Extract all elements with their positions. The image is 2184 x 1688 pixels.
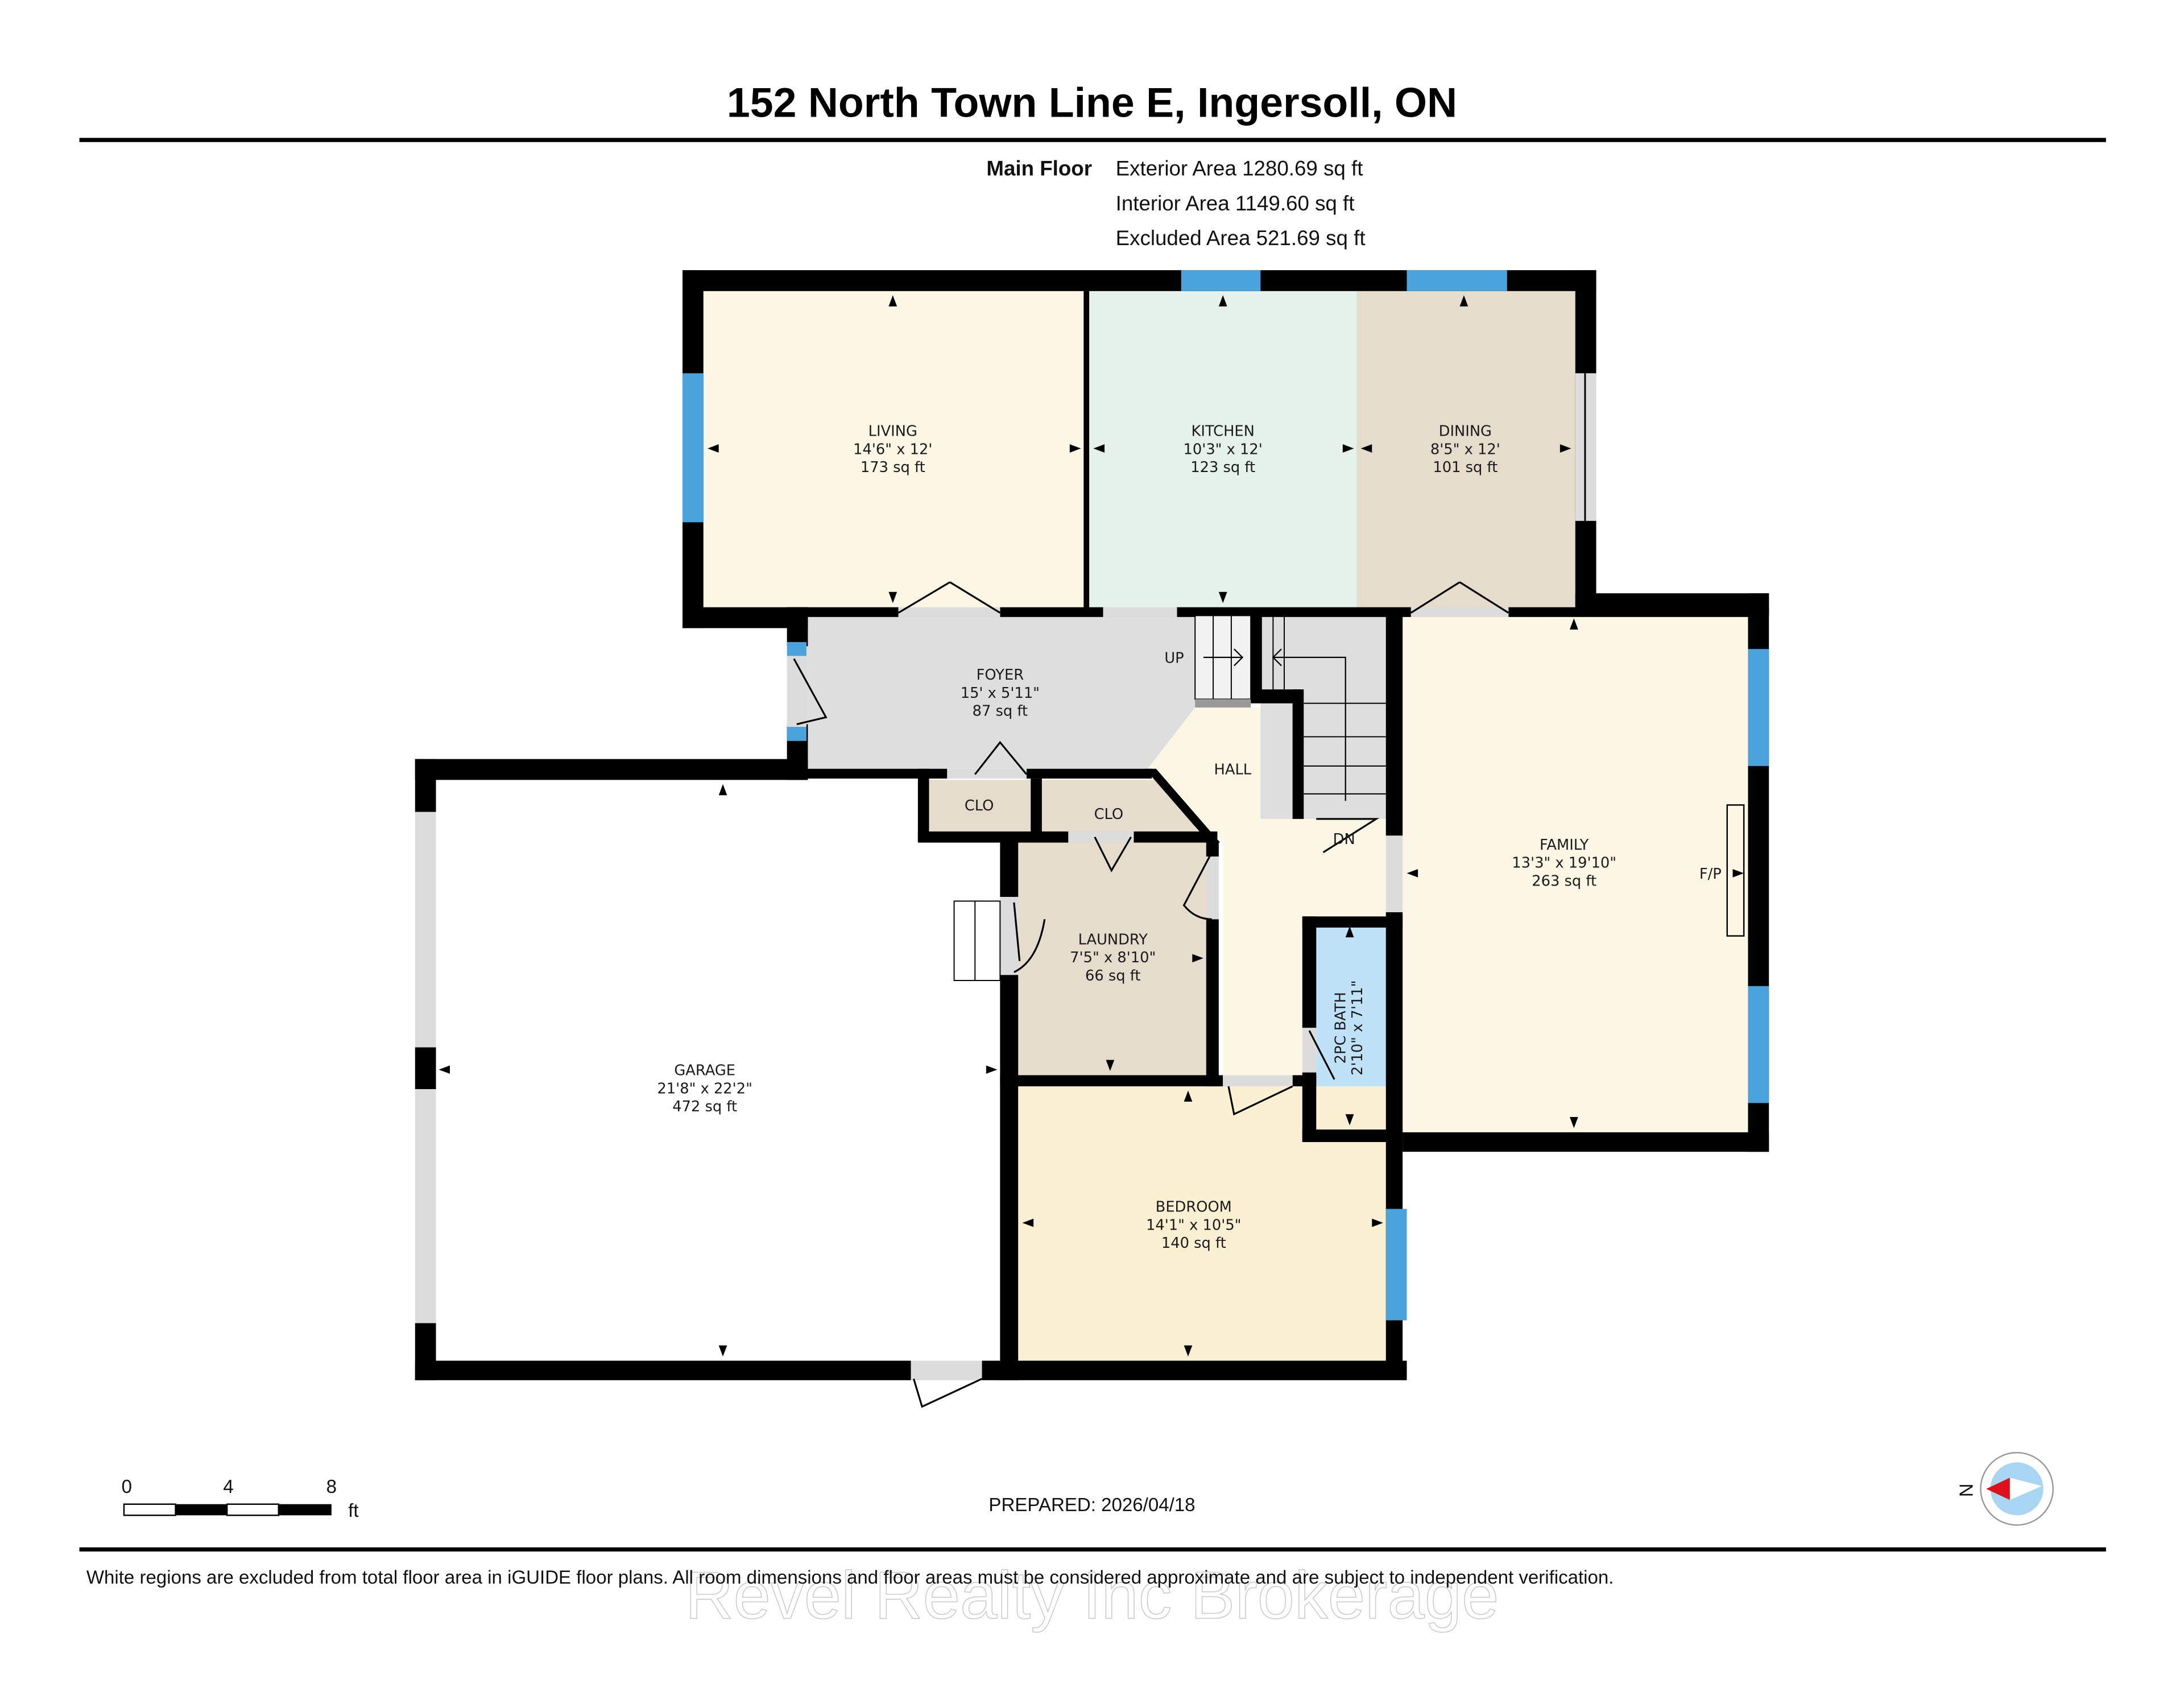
hall-room [1147, 708, 1386, 1075]
stairs-down-label: DN [1333, 831, 1355, 848]
family-window-bottom [1748, 986, 1769, 1103]
svg-text:263 sq ft: 263 sq ft [1532, 872, 1596, 889]
label-garage: GARAGE 21'8" x 22'2" 472 sq ft [657, 1062, 752, 1116]
interior-area: Interior Area 1149.60 sq ft [1116, 192, 1355, 215]
svg-text:87 sq ft: 87 sq ft [973, 703, 1028, 720]
kitchen-room [1089, 291, 1358, 609]
svg-text:140 sq ft: 140 sq ft [1161, 1235, 1226, 1252]
compass-icon: N [1955, 1451, 2054, 1526]
foyer-room [805, 615, 1196, 769]
svg-text:0: 0 [122, 1476, 132, 1497]
label-kitchen: KITCHEN 10'3" x 12' 123 sq ft [1184, 423, 1263, 476]
svg-text:BEDROOM: BEDROOM [1156, 1198, 1232, 1215]
openings [415, 373, 1596, 1380]
foyer-sidelight-bottom [787, 727, 806, 741]
scale-bar: 0 4 8 ft [122, 1476, 359, 1521]
label-bedroom: BEDROOM 14'1" x 10'5" 140 sq ft [1146, 1198, 1241, 1252]
svg-text:123 sq ft: 123 sq ft [1190, 459, 1255, 476]
closet-1 [929, 780, 1031, 831]
svg-text:LIVING: LIVING [868, 423, 917, 440]
label-dining: DINING 8'5" x 12' 101 sq ft [1430, 423, 1500, 476]
svg-text:4: 4 [223, 1476, 233, 1497]
svg-text:KITCHEN: KITCHEN [1192, 423, 1255, 440]
label-laundry: LAUNDRY 7'5" x 8'10" 66 sq ft [1070, 931, 1156, 984]
garage-side-door-opening [911, 1360, 982, 1380]
header-divider [79, 138, 2106, 142]
floor-summary: Main Floor Exterior Area 1280.69 sq ft I… [986, 157, 1365, 250]
dining-window [1407, 270, 1507, 291]
garage-room [435, 780, 1000, 1361]
label-closet-2: CLO [1094, 806, 1124, 823]
dimension-markers [439, 295, 1744, 1357]
stairs: UP DN [953, 615, 1386, 981]
label-living: LIVING 14'6" x 12' 173 sq ft [853, 423, 932, 476]
fireplace [1726, 804, 1745, 937]
svg-text:8'5" x 12': 8'5" x 12' [1430, 441, 1500, 458]
label-fireplace: F/P [1699, 866, 1722, 883]
svg-text:GARAGE: GARAGE [674, 1062, 735, 1079]
svg-text:10'3" x 12': 10'3" x 12' [1184, 441, 1263, 458]
svg-text:7'5" x 8'10": 7'5" x 8'10" [1070, 949, 1156, 966]
svg-text:ft: ft [348, 1500, 358, 1521]
footer-divider [79, 1547, 2106, 1552]
closet-2 [1041, 780, 1198, 831]
label-hall: HALL [1214, 762, 1252, 779]
svg-text:FAMILY: FAMILY [1540, 837, 1589, 854]
svg-text:14'6" x 12': 14'6" x 12' [853, 441, 932, 458]
dining-room [1356, 291, 1577, 609]
svg-text:2'10" x 7'11": 2'10" x 7'11" [1349, 980, 1366, 1075]
foyer-sidelight-top [787, 642, 806, 656]
door-swings [793, 581, 1509, 1408]
bedroom-window [1385, 1209, 1407, 1321]
watermark: Revel Realty Inc Brokerage [685, 1558, 1499, 1633]
family-room [1403, 614, 1748, 1132]
svg-text:173 sq ft: 173 sq ft [861, 459, 925, 476]
label-bath: 2PC BATH 2'10" x 7'11" [1333, 980, 1366, 1075]
kitchen-window [1181, 270, 1261, 291]
laundry-room [1018, 841, 1208, 1075]
family-window-top [1748, 649, 1769, 766]
label-foyer: FOYER 15' x 5'11" 87 sq ft [961, 667, 1040, 720]
exterior-area: Exterior Area 1280.69 sq ft [1116, 157, 1363, 180]
garage-door-bottom [415, 1089, 436, 1323]
svg-text:8: 8 [326, 1476, 337, 1497]
excluded-area: Excluded Area 521.69 sq ft [1116, 226, 1366, 250]
stair-well [1260, 615, 1389, 819]
compass-north-label: N [1955, 1483, 1976, 1497]
disclaimer: White regions are excluded from total fl… [86, 1567, 1614, 1588]
svg-text:14'1" x 10'5": 14'1" x 10'5" [1146, 1217, 1241, 1234]
stairs-up-label: UP [1164, 650, 1184, 667]
windows [682, 270, 1769, 1321]
svg-text:66 sq ft: 66 sq ft [1085, 967, 1140, 984]
label-closet-1: CLO [965, 797, 994, 814]
svg-text:LAUNDRY: LAUNDRY [1078, 931, 1148, 948]
svg-text:FOYER: FOYER [977, 667, 1024, 684]
label-family: FAMILY 13'3" x 19'10" 263 sq ft [1512, 837, 1616, 890]
svg-text:15' x 5'11": 15' x 5'11" [961, 685, 1040, 702]
living-room [703, 291, 1085, 609]
room-labels: LIVING 14'6" x 12' 173 sq ft KITCHEN 10'… [657, 423, 1721, 1252]
svg-text:472 sq ft: 472 sq ft [672, 1098, 737, 1115]
floor-name: Main Floor [986, 157, 1092, 180]
garage-door-top [415, 812, 436, 1048]
prepared-date: PREPARED: 2026/04/18 [988, 1495, 1195, 1516]
svg-text:DINING: DINING [1439, 423, 1492, 440]
svg-text:21'8" x 22'2": 21'8" x 22'2" [657, 1080, 752, 1097]
svg-text:101 sq ft: 101 sq ft [1433, 459, 1498, 476]
svg-text:2PC BATH: 2PC BATH [1333, 992, 1350, 1064]
room-fills [435, 291, 1748, 1361]
page-title: 152 North Town Line E, Ingersoll, ON [727, 79, 1457, 126]
svg-text:13'3" x 19'10": 13'3" x 19'10" [1512, 855, 1616, 872]
living-window [682, 373, 704, 523]
